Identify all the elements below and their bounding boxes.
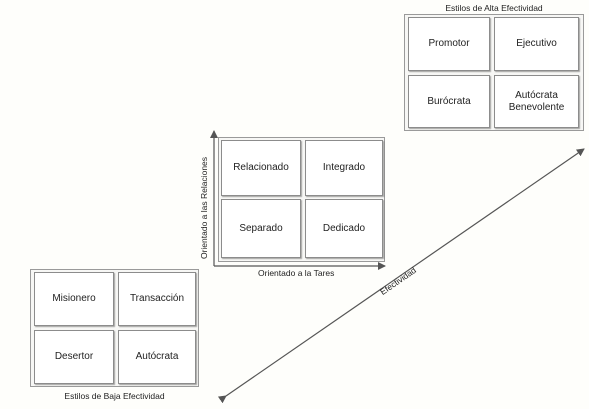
style-box-misionero: Misionero [34,272,114,326]
effectiveness-axis-line [217,148,585,404]
style-box-separado: Separado [221,199,301,258]
style-box-burocrata: Burócrata [408,75,490,128]
style-box-integrado: Integrado [305,140,383,196]
low-effectiveness-caption: Estilos de Baja Efectividad [64,391,165,401]
high-effectiveness-caption: Estilos de Alta Efectividad [445,3,543,13]
style-box-transaccion: Transacción [118,272,196,326]
style-box-relacionado: Relacionado [221,140,301,196]
style-box-ejecutivo: Ejecutivo [494,17,579,71]
style-box-promotor: Promotor [408,17,490,71]
style-box-autocrata: Autócrata [118,330,196,384]
style-box-autocrata-benevolente: Autócrata Benevolente [494,75,579,128]
task-axis-label: Orientado a la Tares [258,268,335,278]
style-box-desertor: Desertor [34,330,114,384]
style-box-dedicado: Dedicado [305,199,383,258]
relations-axis-label: Orientado a las Relaciones [199,156,209,260]
